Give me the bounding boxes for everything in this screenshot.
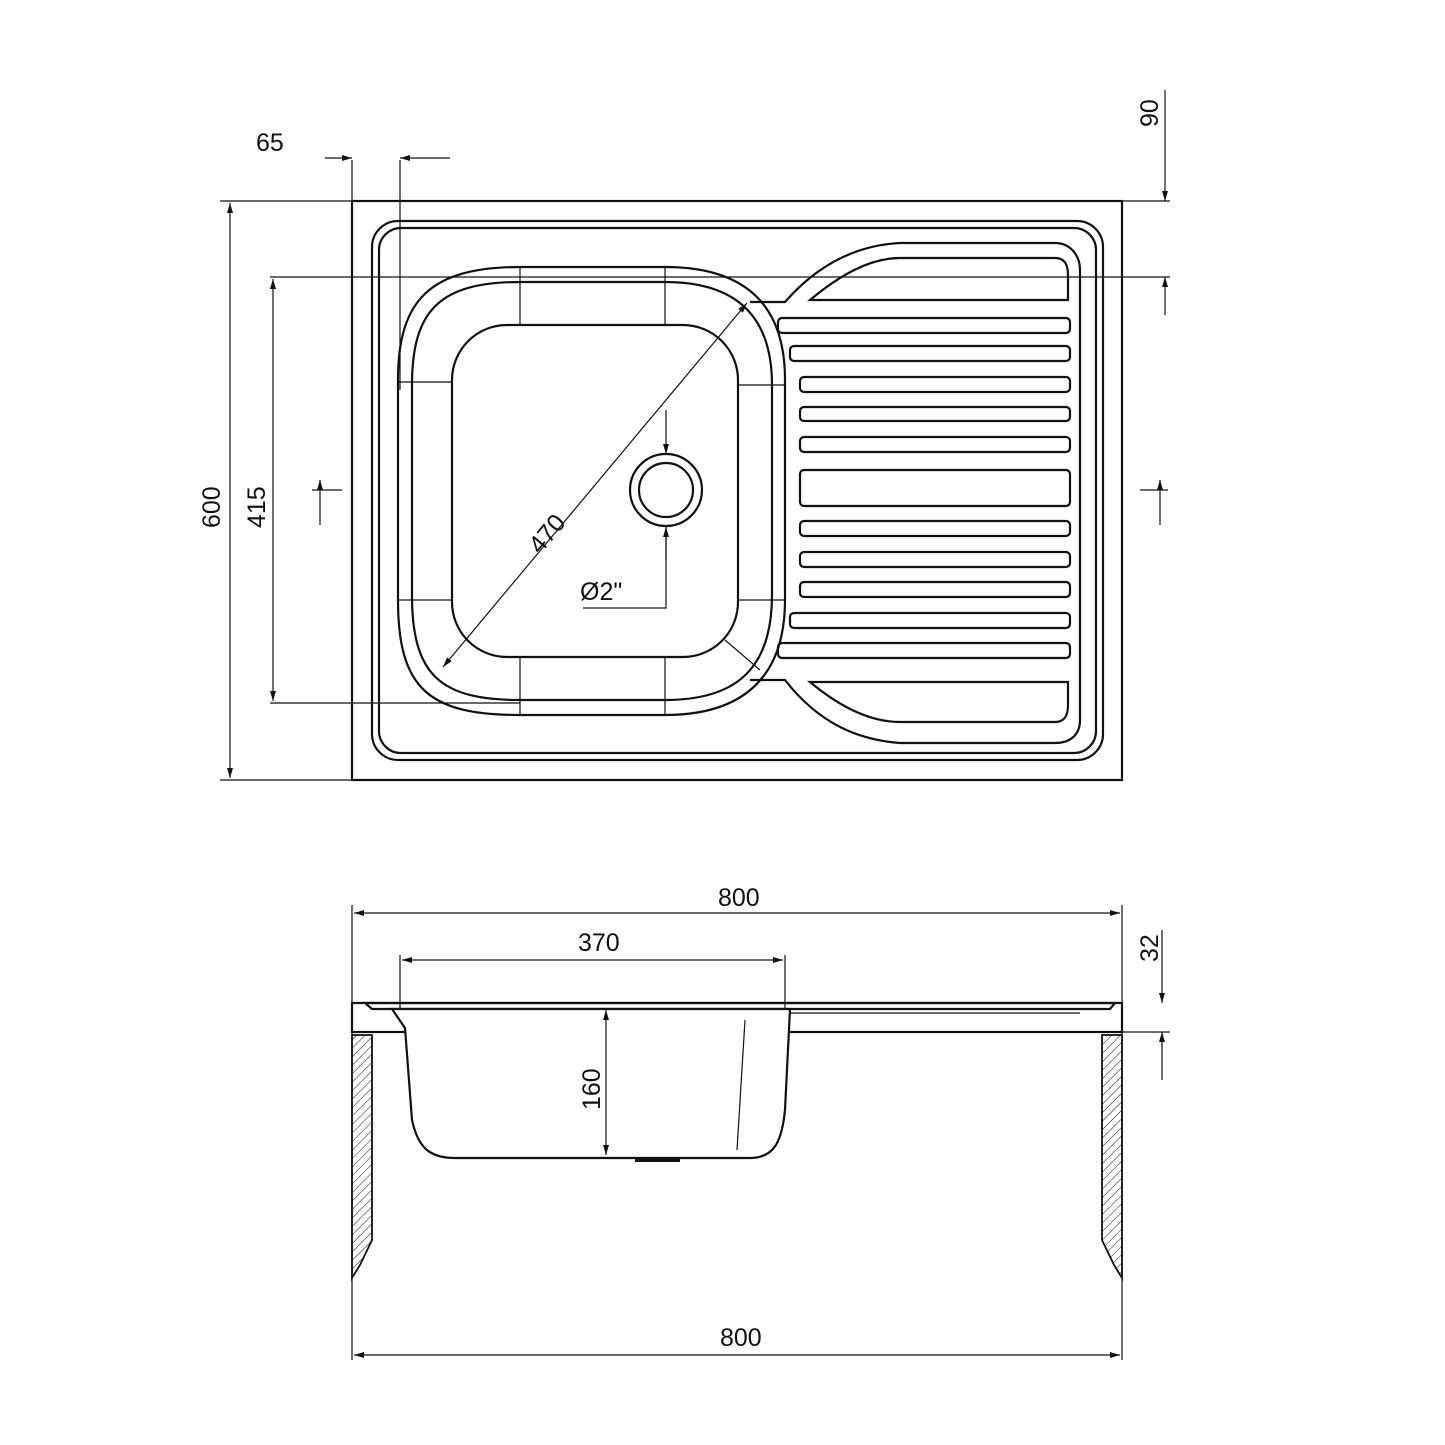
sink-rim-profile xyxy=(362,1001,1118,1011)
drainboard-rib xyxy=(798,435,1072,454)
bowl-outer xyxy=(396,265,787,717)
drainboard-rib xyxy=(798,468,1072,508)
drain-profile xyxy=(635,1157,680,1162)
dim-65-label: 65 xyxy=(256,129,284,157)
sink-rim-inner xyxy=(377,226,1098,755)
drainboard xyxy=(750,241,1082,745)
drainboard-rib xyxy=(798,519,1072,538)
sink-outline xyxy=(350,199,1124,782)
drainboard-rib xyxy=(788,611,1072,630)
drainboard-rib xyxy=(798,375,1072,394)
drainboard-rib xyxy=(798,405,1072,423)
side-view: 800 370 160 32 800 xyxy=(350,884,1170,1360)
drainboard-rib xyxy=(798,550,1072,569)
dim-415-label: 415 xyxy=(243,486,271,528)
sink-rim xyxy=(370,219,1105,762)
dim-32-label: 32 xyxy=(1136,934,1164,962)
drainboard-rib xyxy=(798,580,1072,599)
drainboard-rib xyxy=(788,344,1072,363)
dim-600-label: 600 xyxy=(198,486,226,528)
rib-top xyxy=(806,256,1070,302)
bowl-profile xyxy=(389,1007,792,1160)
drainboard-rib xyxy=(776,316,1072,335)
dim-800-top-label: 800 xyxy=(718,884,760,912)
cabinet-wall-right xyxy=(1101,1034,1123,1282)
rib-bottom xyxy=(806,680,1070,724)
drain-outer xyxy=(628,452,704,528)
top-view: 65 90 600 415 470 Ø2" xyxy=(198,90,1170,782)
bowl-facets xyxy=(398,267,785,715)
dim-470-label: 470 xyxy=(523,509,571,559)
center-marks xyxy=(312,480,1168,525)
dim-90-label: 90 xyxy=(1136,99,1164,127)
dim-370-label: 370 xyxy=(578,929,620,957)
cabinet-wall-left xyxy=(351,1034,373,1282)
drainboard-rib xyxy=(776,641,1072,660)
bowl-mid xyxy=(410,280,774,702)
dim-800-bottom-label: 800 xyxy=(720,1324,762,1352)
drain-inner xyxy=(637,461,695,519)
dim-160-label: 160 xyxy=(578,1068,606,1110)
dim-drain-label: Ø2" xyxy=(580,578,622,606)
bowl-bottom xyxy=(450,323,740,659)
